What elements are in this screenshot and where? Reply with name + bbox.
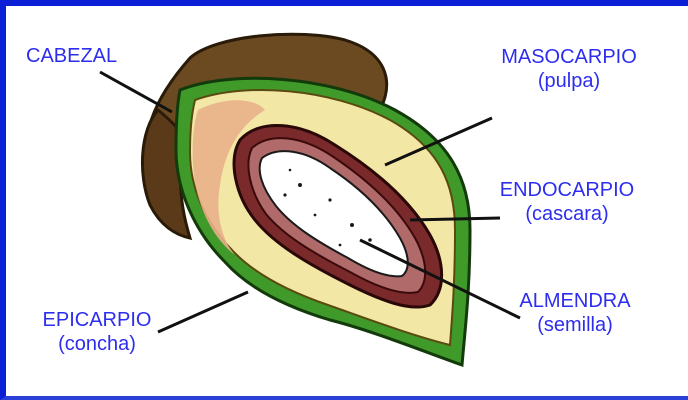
label-almendra-sub: (semilla) [510, 313, 640, 337]
label-epicarpio-name: EPICARPIO [26, 308, 168, 332]
label-masocarpio-sub: (pulpa) [488, 69, 650, 93]
label-cabezal-name: CABEZAL [26, 44, 117, 68]
label-endocarpio: ENDOCARPIO (cascara) [498, 178, 636, 226]
label-epicarpio-sub: (concha) [26, 332, 168, 356]
label-endocarpio-name: ENDOCARPIO [498, 178, 636, 202]
label-cabezal: CABEZAL [26, 44, 117, 68]
leader-epicarpio [158, 292, 248, 332]
label-endocarpio-sub: (cascara) [498, 202, 636, 226]
label-almendra-name: ALMENDRA [510, 289, 640, 313]
leader-cabezal [100, 72, 172, 112]
label-almendra: ALMENDRA (semilla) [510, 289, 640, 337]
label-masocarpio: MASOCARPIO (pulpa) [488, 45, 650, 93]
leader-endocarpio [410, 218, 500, 220]
label-epicarpio: EPICARPIO (concha) [26, 308, 168, 356]
label-masocarpio-name: MASOCARPIO [488, 45, 650, 69]
